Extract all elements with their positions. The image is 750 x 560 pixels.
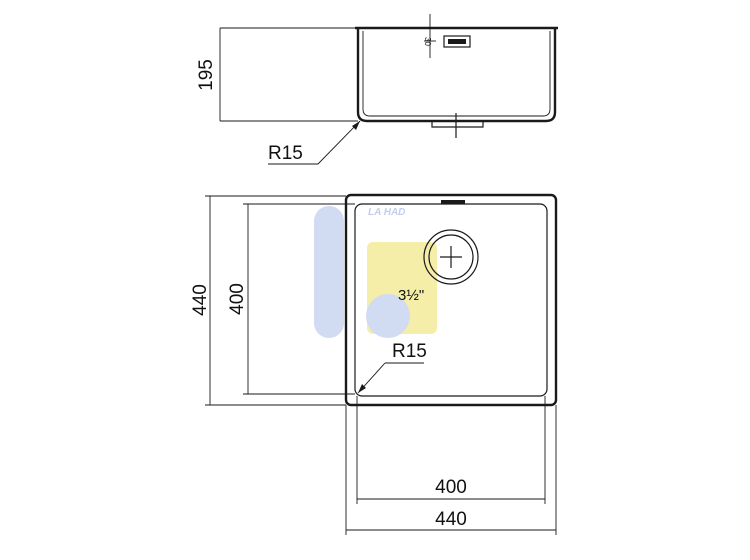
top-outer-rim: [344, 193, 558, 407]
side-drain: [431, 121, 484, 128]
side-r15-arrow: [352, 121, 360, 130]
watermark-blue-circle: [366, 294, 410, 338]
side-r15-label: R15: [268, 143, 303, 164]
dim-195-label: 195: [196, 59, 217, 91]
side-overflow-slot: [448, 39, 466, 44]
top-overflow-marker: [441, 200, 465, 204]
side-view: 30 195 R15: [196, 14, 558, 165]
top-r15-arrow: [358, 384, 366, 393]
watermark: LA HAD: [314, 206, 437, 338]
drain-outer-circle: [423, 229, 479, 285]
dim-440v-label: 440: [190, 284, 211, 316]
drain-size-label: 3½": [398, 287, 424, 304]
dim-30-label: 30: [423, 37, 432, 46]
side-r15-leader: [268, 120, 361, 165]
side-overflow-box: [443, 35, 471, 48]
drain-inner-circle: [428, 234, 474, 280]
dim-400v-label: 400: [227, 283, 248, 315]
watermark-text: LA HAD: [368, 207, 405, 218]
dim-400h-label: 400: [435, 477, 467, 498]
dim-440h-label: 440: [435, 509, 467, 530]
top-view: 3½" R15 440 400 400: [190, 193, 558, 535]
watermark-blue-bar: [314, 206, 344, 338]
top-r15-label: R15: [392, 341, 427, 362]
